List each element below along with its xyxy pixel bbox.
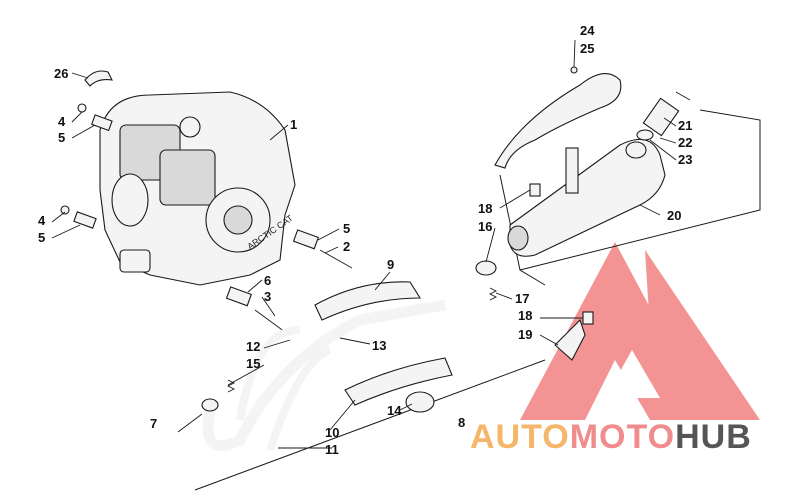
callout-16: 16 bbox=[478, 219, 492, 234]
watermark-logo bbox=[520, 242, 760, 420]
callout-14: 14 bbox=[387, 403, 402, 418]
callout-5-lower: 5 bbox=[38, 230, 45, 245]
grommet-18-upper bbox=[529, 183, 541, 197]
engine-studs bbox=[60, 103, 353, 333]
grommet-18-lower bbox=[582, 311, 594, 325]
callout-19: 19 bbox=[518, 327, 532, 342]
bolt-right-lower bbox=[254, 309, 286, 333]
watermark-text: AUTOMOTOHUB bbox=[470, 418, 800, 457]
heat-shield-10 bbox=[344, 357, 453, 406]
watermark-triangle-inner bbox=[605, 350, 660, 398]
y-pipe-13 bbox=[202, 299, 446, 452]
gasket-16 bbox=[475, 260, 497, 276]
head-pipe-12 bbox=[236, 326, 301, 421]
callout-20: 20 bbox=[667, 208, 681, 223]
cylinder-head-rear bbox=[159, 149, 216, 206]
spark-arrester-22 bbox=[642, 97, 680, 137]
callout-24: 24 bbox=[580, 23, 595, 38]
intake-boot bbox=[179, 116, 201, 138]
watermark-moto: MOTO bbox=[569, 418, 676, 456]
stud-lower bbox=[73, 211, 97, 229]
spring-17 bbox=[488, 287, 498, 301]
callout-12: 12 bbox=[246, 339, 260, 354]
callout-18-lower: 18 bbox=[518, 308, 532, 323]
callout-1: 1 bbox=[290, 117, 297, 132]
callout-25: 25 bbox=[580, 41, 594, 56]
frame-pipe-bottom bbox=[194, 359, 546, 491]
callout-2: 2 bbox=[343, 239, 350, 254]
nut-lower bbox=[60, 205, 70, 215]
heat-shield-9 bbox=[314, 281, 421, 321]
gasket-23 bbox=[636, 129, 654, 141]
callout-22: 22 bbox=[678, 135, 692, 150]
callout-11: 11 bbox=[325, 442, 339, 457]
callout-6: 6 bbox=[264, 273, 271, 288]
watermark-auto: AUTO bbox=[470, 418, 570, 456]
bracket-19 bbox=[554, 318, 586, 361]
callouts: 1 2 3 4 4 5 5 5 6 7 8 9 10 11 12 13 14 1… bbox=[38, 23, 692, 457]
clutch-hub bbox=[223, 205, 253, 235]
callout-15: 15 bbox=[246, 356, 260, 371]
starter-motor bbox=[111, 173, 149, 227]
callout-7: 7 bbox=[150, 416, 157, 431]
callout-4-lower: 4 bbox=[38, 213, 46, 228]
frame-muffler-right bbox=[519, 109, 761, 271]
clamp-14 bbox=[405, 391, 435, 413]
screw-21 bbox=[675, 91, 691, 101]
engine-assembly: ARCTIC CAT bbox=[99, 91, 296, 286]
callout-21: 21 bbox=[678, 118, 692, 133]
head-pipe-11 bbox=[266, 346, 332, 452]
watermark-hub: HUB bbox=[675, 418, 752, 456]
watermark-triangle-left bbox=[520, 242, 710, 420]
spring-15 bbox=[226, 379, 236, 393]
bolt-7 bbox=[177, 413, 203, 433]
muffler-inlet bbox=[507, 225, 529, 251]
nut-upper bbox=[77, 103, 87, 113]
callout-17: 17 bbox=[515, 291, 529, 306]
gasket-26 bbox=[84, 70, 113, 87]
shield-bracket bbox=[565, 147, 579, 194]
muffler-outlet bbox=[625, 141, 647, 159]
watermark-triangle-right bbox=[645, 250, 760, 420]
callout-9: 9 bbox=[387, 257, 394, 272]
screw-25 bbox=[570, 66, 578, 74]
output-yoke bbox=[119, 249, 151, 273]
callout-26: 26 bbox=[54, 66, 68, 81]
callout-18-upper: 18 bbox=[478, 201, 492, 216]
stud-right-upper bbox=[292, 229, 320, 250]
leader-lines bbox=[51, 39, 677, 449]
callout-23: 23 bbox=[678, 152, 692, 167]
callout-5-right: 5 bbox=[343, 221, 350, 236]
callout-13: 13 bbox=[372, 338, 386, 353]
muffler-heat-shield-24 bbox=[494, 73, 622, 169]
callout-4-upper: 4 bbox=[58, 114, 66, 129]
stud-right-lower bbox=[225, 286, 253, 307]
stud-upper bbox=[91, 114, 113, 132]
group-frames bbox=[194, 109, 761, 491]
flange-7 bbox=[201, 398, 219, 412]
callout-8: 8 bbox=[458, 415, 465, 430]
callout-3: 3 bbox=[264, 289, 271, 304]
callout-10: 10 bbox=[325, 425, 339, 440]
callout-5-upper: 5 bbox=[58, 130, 65, 145]
